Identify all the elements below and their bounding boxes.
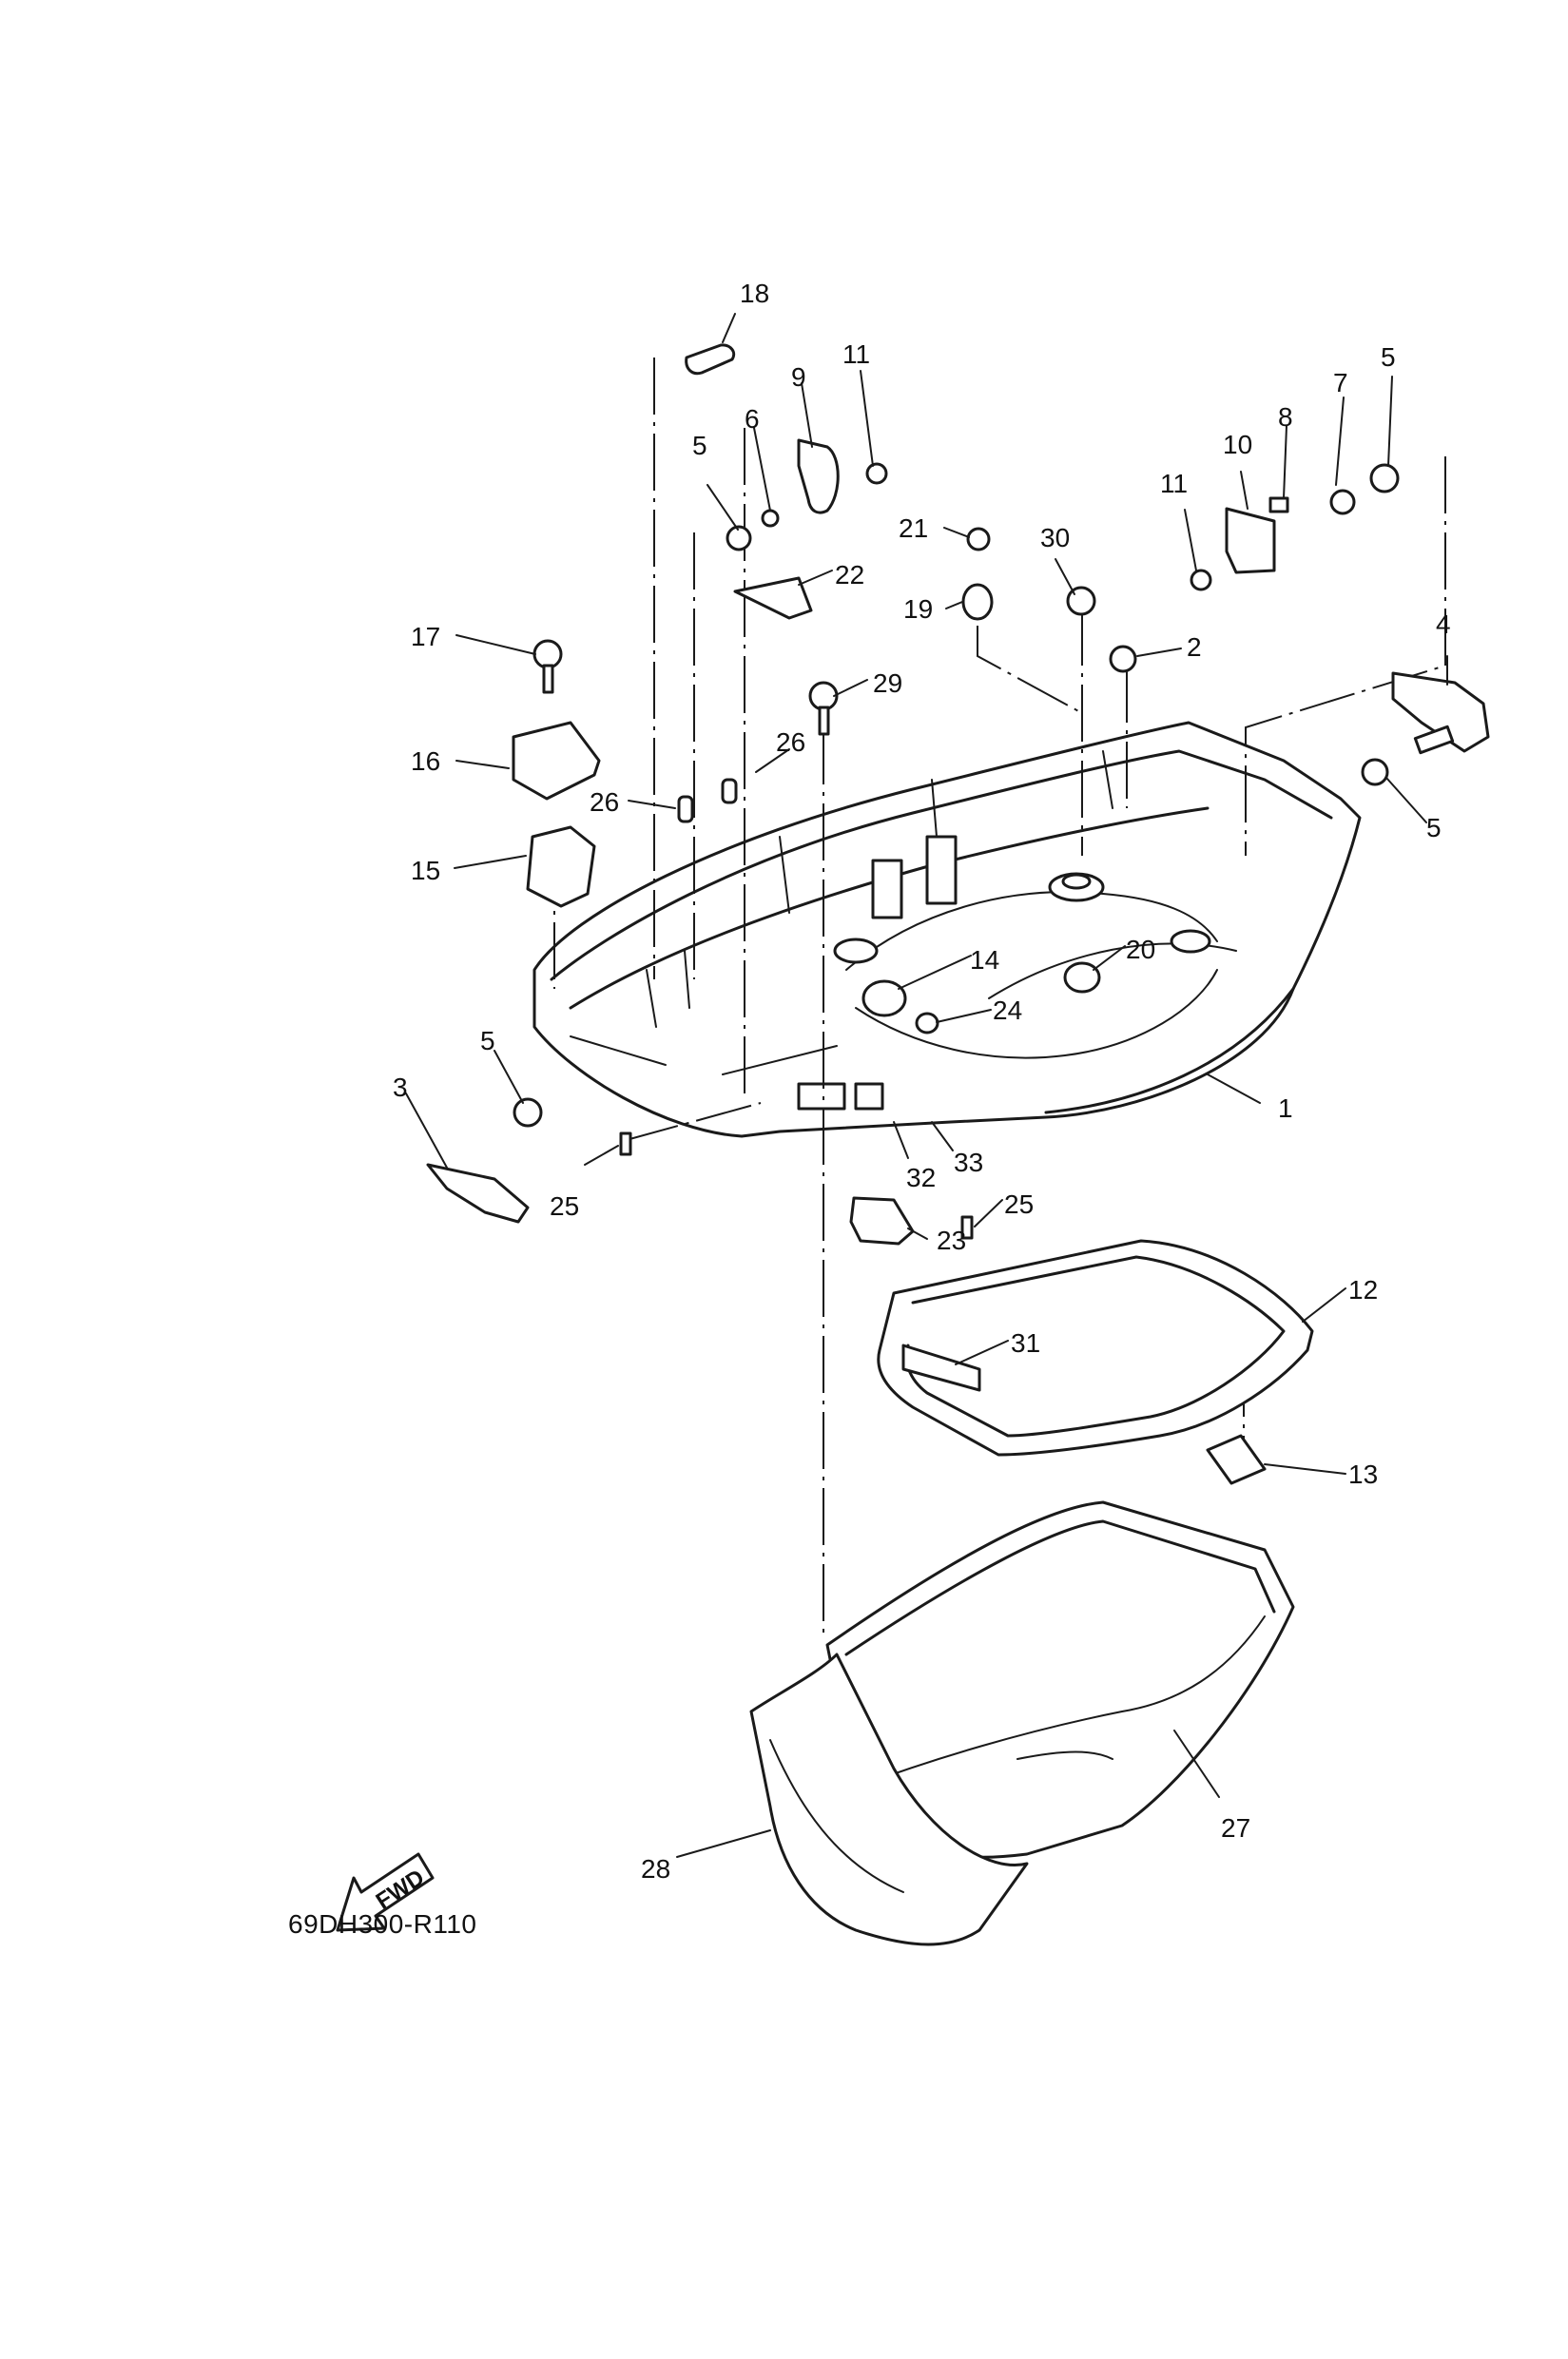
callout-33: 33 [954,1148,983,1177]
callout-8: 8 [1278,402,1293,432]
callout-1: 1 [1278,1093,1293,1123]
figure-code: 69DH300-R110 [288,1909,477,1939]
callout-24: 24 [993,996,1022,1025]
callout-15: 15 [411,856,440,885]
callout-16: 16 [411,746,440,776]
callout-2: 2 [1187,632,1202,662]
seal-frame-part-12[interactable] [877,1239,1314,1457]
leader-lines [405,313,1448,1858]
callout-labels: 1 2 3 4 5 5 5 5 6 7 8 9 10 11 11 12 13 1… [393,279,1451,1884]
callout-12: 12 [1348,1275,1378,1305]
callout-9: 9 [791,362,806,392]
callout-20: 20 [1126,935,1155,964]
callout-29: 29 [873,668,902,698]
callout-25-b: 25 [1004,1189,1034,1219]
callout-7: 7 [1333,368,1348,397]
callout-5-b: 5 [1381,342,1396,372]
callout-10: 10 [1223,430,1252,459]
callout-30: 30 [1040,523,1070,552]
callout-32: 32 [906,1163,936,1192]
hardware-parts [426,343,1490,1485]
callout-31: 31 [1011,1328,1040,1358]
callout-26-a: 26 [590,787,619,817]
callout-13: 13 [1348,1460,1378,1489]
callout-23: 23 [937,1226,966,1255]
callout-28: 28 [641,1854,670,1884]
callout-4: 4 [1436,609,1451,639]
callout-5-a: 5 [692,431,707,460]
callout-5-c: 5 [1426,813,1442,842]
callout-22: 22 [835,560,864,590]
callout-3: 3 [393,1073,408,1102]
callout-5-d: 5 [480,1026,495,1055]
callout-19: 19 [903,594,933,624]
callout-14: 14 [970,945,999,975]
callout-17: 17 [411,622,440,651]
bottom-cowling-part-1[interactable] [532,721,1362,1138]
lower-apron-part-28[interactable] [749,1653,1029,1946]
callout-11-a: 11 [842,339,870,369]
callout-21: 21 [899,513,928,543]
callout-6: 6 [745,404,760,434]
callout-27: 27 [1221,1813,1250,1843]
callout-11-b: 11 [1160,469,1188,498]
callout-18: 18 [740,279,769,308]
callout-25-a: 25 [550,1191,579,1221]
callout-26-b: 26 [776,727,805,757]
